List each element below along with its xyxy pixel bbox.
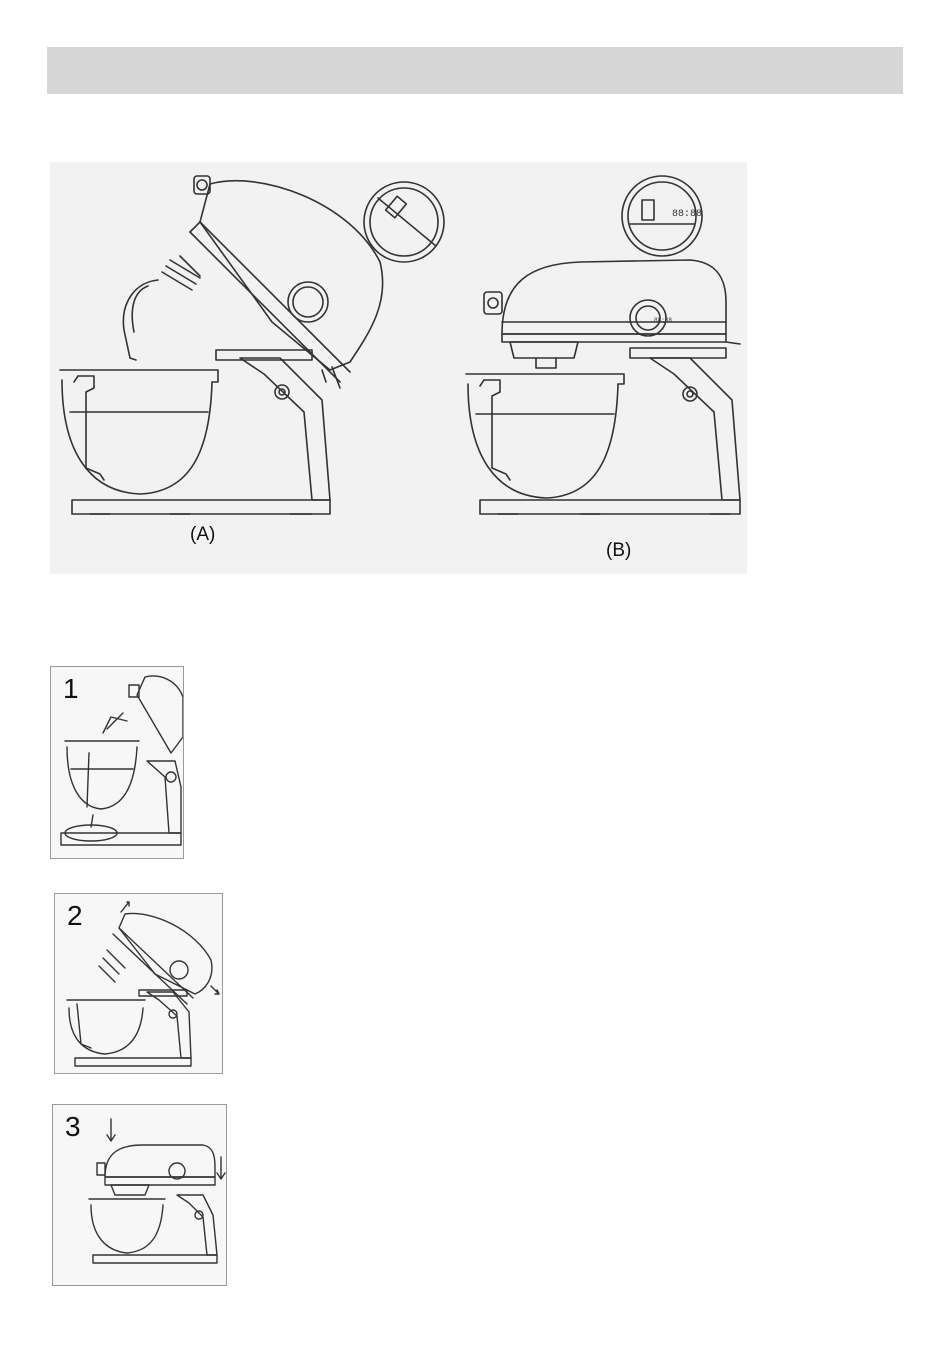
figure-label-b: (B): [606, 540, 631, 562]
display-time-small: 88:88: [654, 317, 672, 324]
display-time: 88:88: [672, 209, 702, 220]
step-1-drawing: [51, 667, 184, 859]
step-1-illustration: 1: [50, 666, 184, 859]
mixer-position-illustration: 88:88 88:88 (A) (B): [50, 162, 747, 574]
mixer-diagram-svg: 88:88 88:88: [50, 162, 747, 574]
step-3-illustration: 3: [52, 1104, 227, 1286]
mixer-a-drawing: [60, 176, 444, 514]
figure-label-a: (A): [190, 524, 215, 546]
step-3-drawing: [53, 1105, 227, 1286]
section-header-bar: [47, 47, 903, 94]
step-2-drawing: [55, 894, 223, 1074]
mixer-b-drawing: [466, 176, 740, 514]
step-2-illustration: 2: [54, 893, 223, 1074]
